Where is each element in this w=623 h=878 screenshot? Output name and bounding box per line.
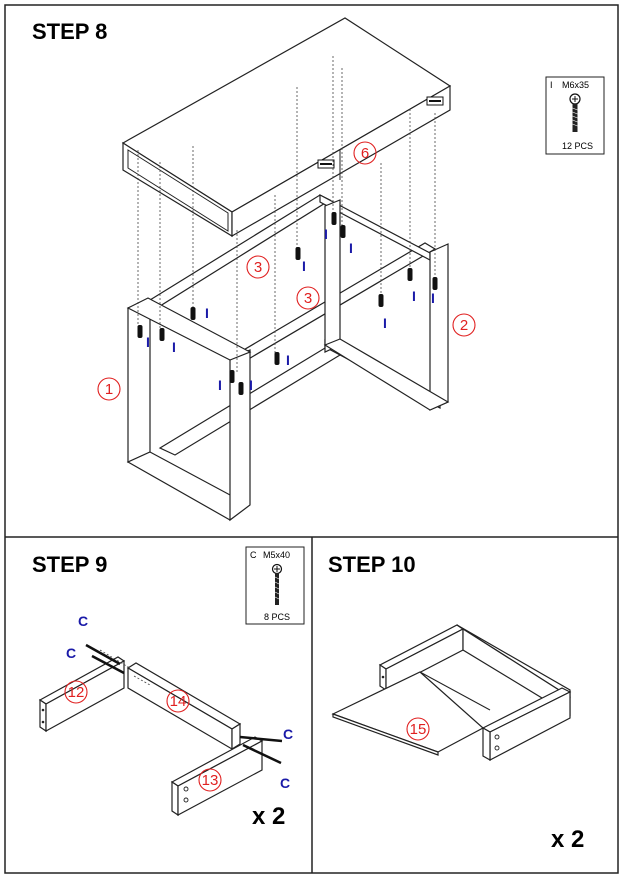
step10-title: STEP 10	[328, 552, 416, 577]
desk-top	[121, 17, 452, 238]
step9-hardware-size: M5x40	[263, 550, 290, 560]
screw-letter: C	[78, 613, 88, 629]
step10-panel: STEP 10 15 x 2	[328, 552, 584, 853]
screw-letter: C	[280, 775, 290, 791]
svg-text:3: 3	[304, 290, 312, 307]
drawer-side-12	[38, 656, 126, 733]
left-leg	[126, 297, 252, 522]
right-leg	[323, 199, 450, 411]
svg-text:6: 6	[361, 145, 369, 162]
step8-hardware-box: I M6x35 12 PCS	[545, 76, 605, 155]
part-number-12: 12	[64, 680, 88, 704]
step8-hardware-size: M6x35	[562, 80, 589, 90]
bolt-letter: I	[249, 377, 253, 393]
svg-text:14: 14	[170, 693, 187, 710]
bolt-letter: I	[383, 315, 387, 331]
screw-icon	[271, 563, 283, 605]
part-number-14: 14	[166, 689, 190, 713]
bolt-letter: I	[218, 377, 222, 393]
drawer-slide-icon	[317, 159, 335, 169]
bolt-letter: I	[302, 258, 306, 274]
bolt-letter: I	[286, 352, 290, 368]
svg-text:13: 13	[202, 772, 219, 789]
step9-multiplier: x 2	[252, 803, 285, 830]
step10-multiplier: x 2	[551, 826, 584, 853]
svg-text:12: 12	[68, 684, 85, 701]
drawer-slide-icon	[426, 96, 444, 106]
screw-letter: C	[66, 645, 76, 661]
step8-title: STEP 8	[32, 19, 107, 44]
drawer-back-14	[126, 662, 242, 751]
bolt-letter: I	[324, 226, 328, 242]
svg-text:15: 15	[410, 721, 427, 738]
svg-text:1: 1	[105, 381, 113, 398]
part-number-1: 1	[97, 377, 121, 401]
screw-letter: C	[283, 726, 293, 742]
step9-title: STEP 9	[32, 552, 107, 577]
part-number-6: 6	[353, 141, 377, 165]
bolt-letter: I	[431, 290, 435, 306]
part-number-13: 13	[198, 768, 222, 792]
bolt-letter: I	[146, 334, 150, 350]
step9-hardware-qty: 8 PCS	[264, 612, 290, 622]
step8-hardware-letter: I	[550, 80, 553, 90]
bolt-letter: I	[205, 305, 209, 321]
step9-hardware-box: C M5x40 8 PCS	[245, 546, 305, 625]
part-number-3: 3	[296, 286, 320, 310]
svg-text:2: 2	[460, 317, 468, 334]
screws-c	[85, 643, 283, 765]
step8-panel: STEP 8 I M6x35 12 PCS	[32, 17, 605, 522]
step9-hardware-letter: C	[250, 550, 257, 560]
step8-hardware-qty: 12 PCS	[562, 141, 593, 151]
part-number-3: 3	[246, 255, 270, 279]
screw-icon	[569, 93, 581, 132]
bolt-letter: I	[172, 339, 176, 355]
drawer-box	[331, 624, 572, 762]
svg-text:3: 3	[254, 259, 262, 276]
bolt-letters-i: I I I I I I I I I I I I	[146, 226, 435, 393]
bolt-letter: I	[412, 288, 416, 304]
bolt-letter: I	[349, 240, 353, 256]
step9-panel: STEP 9 C M5x40 8 PCS	[32, 546, 305, 830]
drawer-side-13	[170, 736, 264, 817]
part-number-15: 15	[406, 717, 430, 741]
part-number-2: 2	[452, 313, 476, 337]
bolt-guides	[137, 56, 436, 372]
